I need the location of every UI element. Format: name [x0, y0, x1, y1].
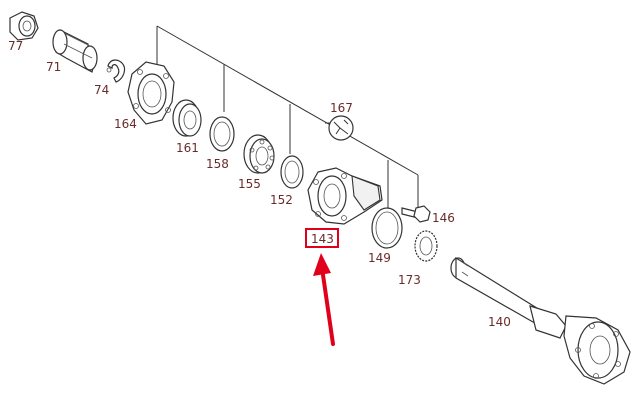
part-149-ring[interactable] — [371, 207, 403, 249]
label-161: 161 — [176, 141, 199, 155]
label-143-highlight-box — [305, 228, 339, 248]
part-164-flange-plate[interactable] — [127, 61, 175, 125]
wrench-icon[interactable] — [328, 115, 354, 141]
part-146-bolt[interactable] — [401, 205, 431, 223]
label-71: 71 — [46, 60, 61, 74]
part-155-bearing[interactable] — [243, 134, 275, 174]
part-158-ring[interactable] — [209, 116, 235, 152]
part-161-seal[interactable] — [172, 99, 202, 137]
label-152: 152 — [270, 193, 293, 207]
label-74: 74 — [94, 83, 109, 97]
label-164: 164 — [114, 117, 137, 131]
label-143: 143 — [311, 232, 334, 246]
part-140-axle-shaft[interactable] — [450, 256, 631, 385]
part-71-sleeve[interactable] — [52, 29, 98, 73]
red-arrow-icon — [313, 253, 335, 346]
part-77-nut[interactable] — [9, 11, 39, 41]
part-74-circlip[interactable] — [106, 59, 126, 83]
label-155: 155 — [238, 177, 261, 191]
label-167: 167 — [330, 101, 353, 115]
label-173: 173 — [398, 273, 421, 287]
label-149: 149 — [368, 251, 391, 265]
label-158: 158 — [206, 157, 229, 171]
leader-lines — [156, 25, 419, 210]
label-146: 146 — [432, 211, 455, 225]
label-77: 77 — [8, 39, 23, 53]
label-140: 140 — [488, 315, 511, 329]
part-173-tone-ring[interactable] — [414, 230, 438, 262]
part-143-housing[interactable] — [307, 167, 383, 225]
part-152-ring[interactable] — [280, 155, 304, 189]
